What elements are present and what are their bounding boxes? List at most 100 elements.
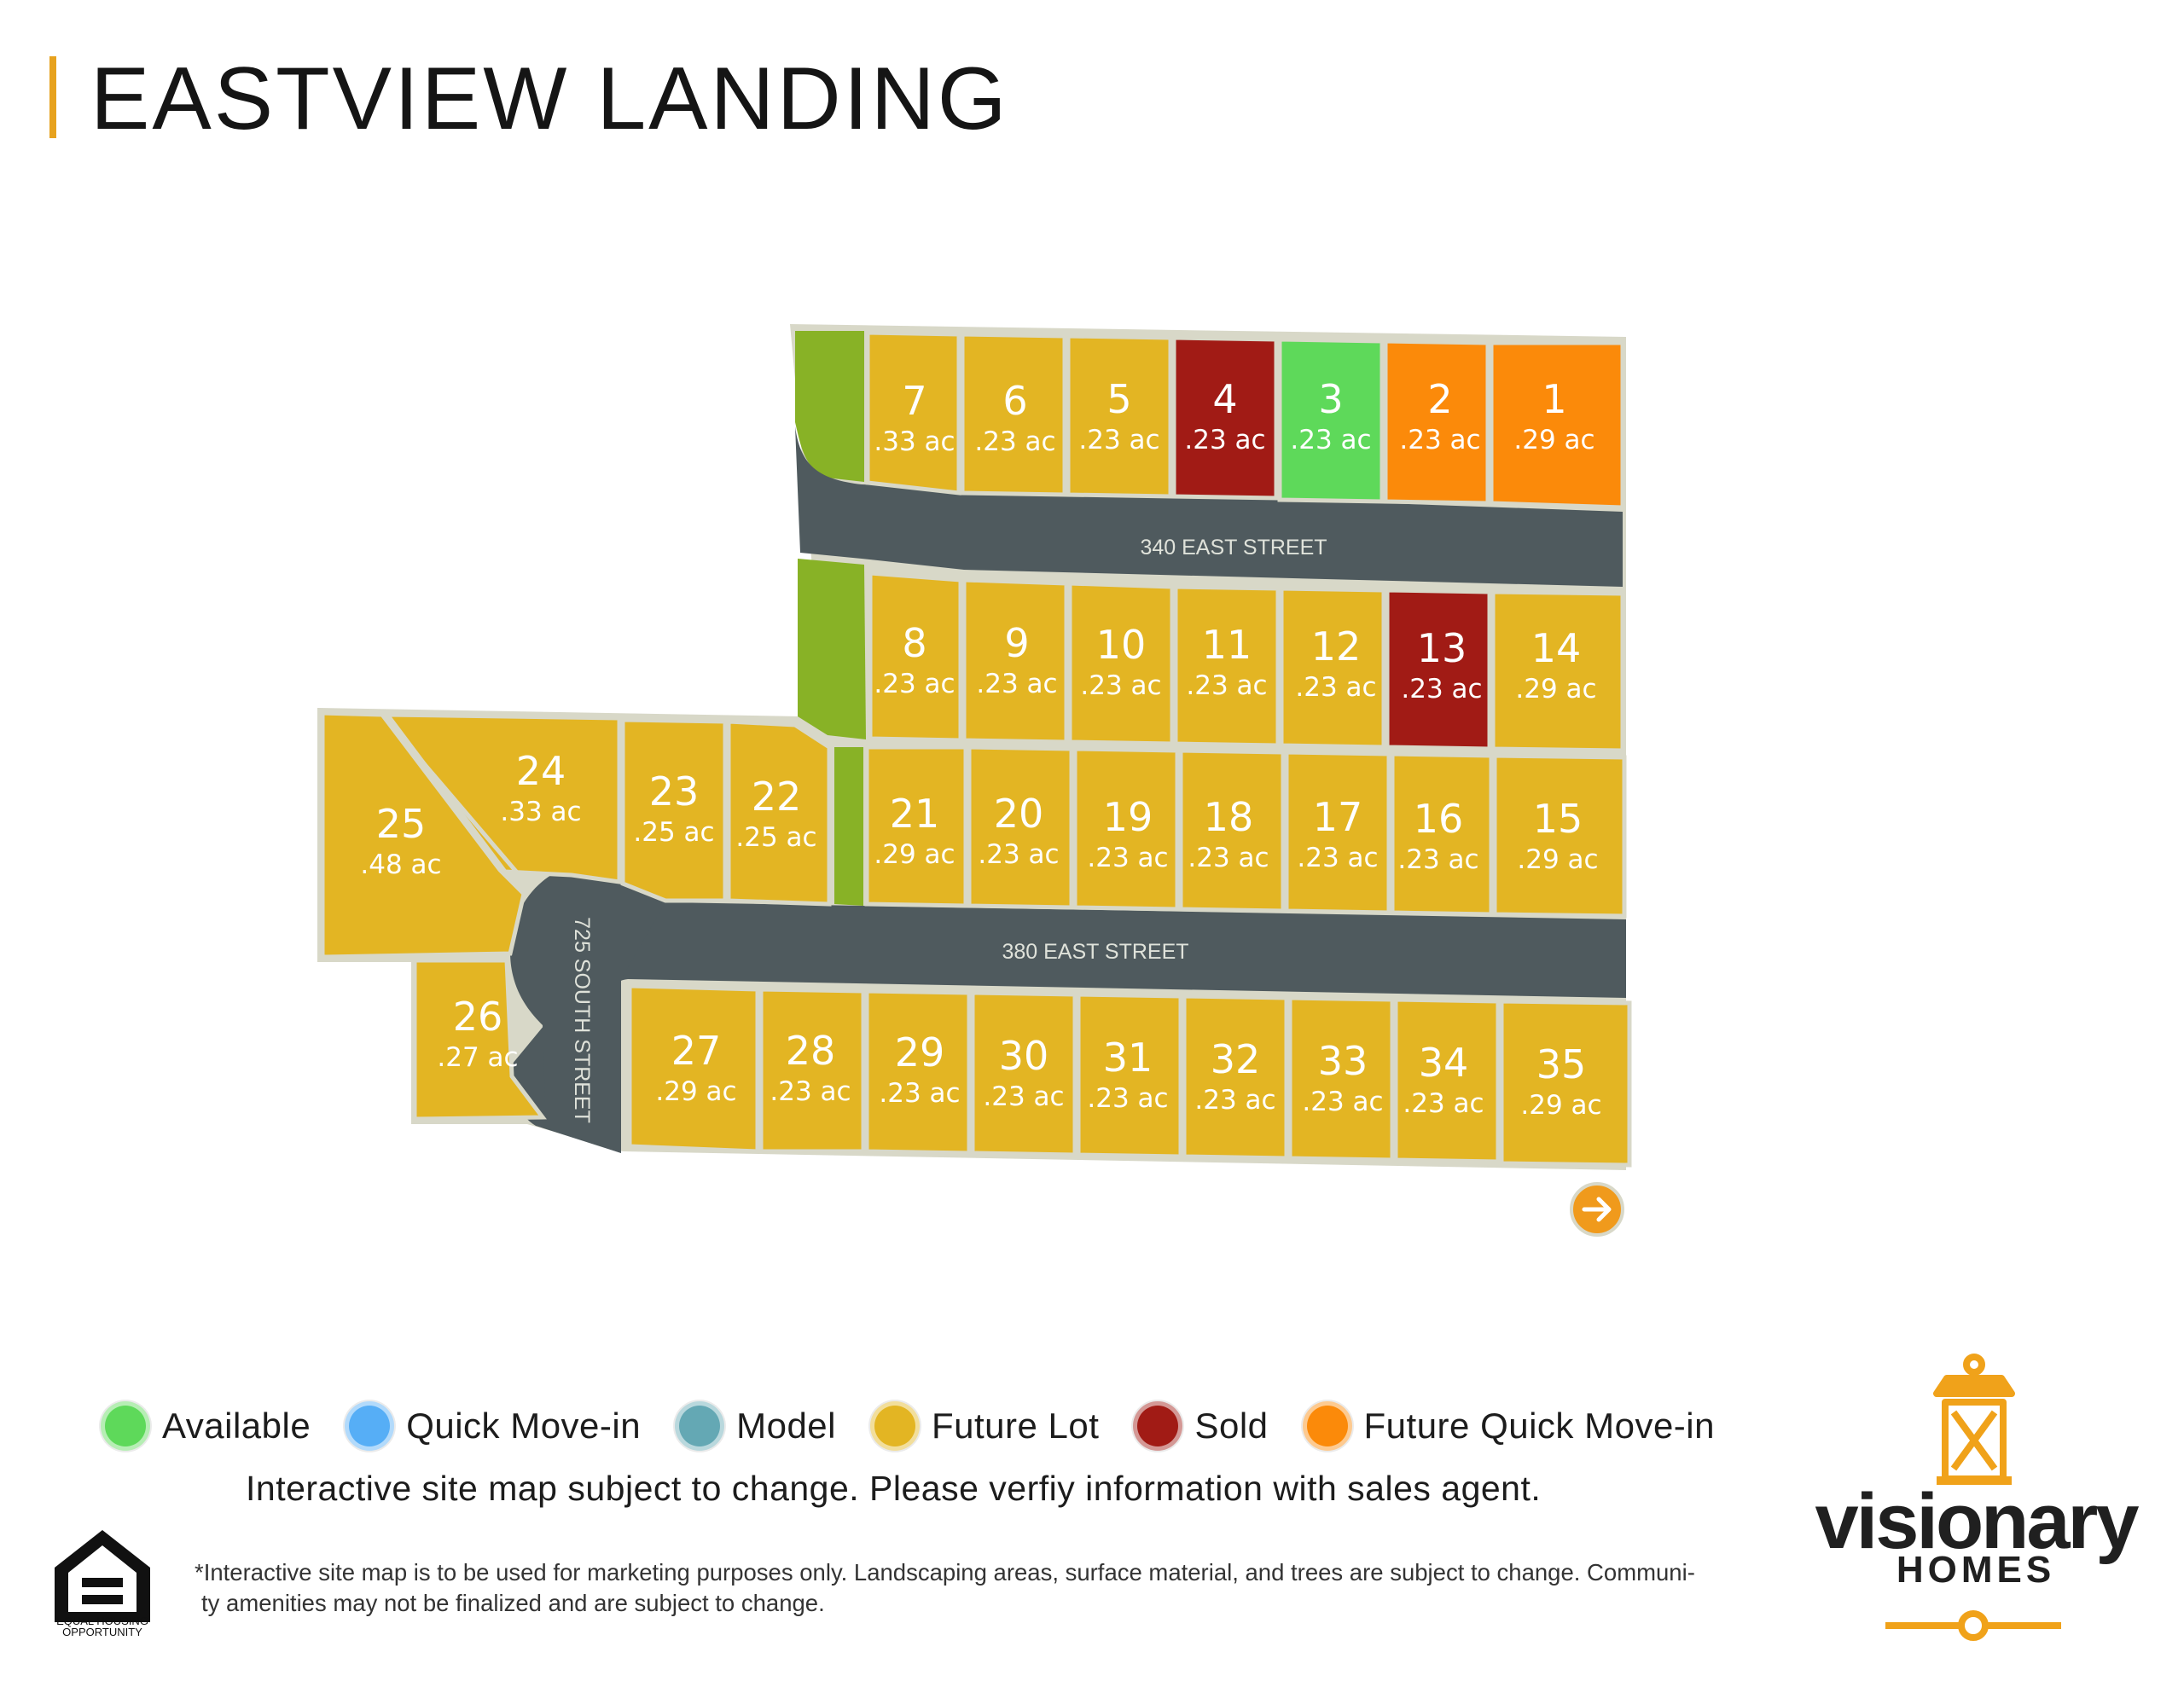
lot-shape[interactable] (1277, 337, 1385, 504)
road-340-east-street (795, 426, 1623, 587)
lot-shape[interactable] (1067, 581, 1175, 746)
lot-shape[interactable] (1173, 584, 1281, 748)
lot-shape[interactable] (1066, 333, 1173, 499)
lot-shape[interactable] (1287, 995, 1395, 1162)
lot-shape[interactable] (1489, 340, 1625, 510)
lot-1[interactable]: 1.29 ac (1489, 340, 1625, 510)
lot-22[interactable]: 22.25 ac (726, 719, 832, 907)
lot-shape[interactable] (1178, 748, 1286, 913)
equal-housing-line-2: OPPORTUNITY (62, 1626, 142, 1638)
lot-15[interactable]: 15.29 ac (1492, 753, 1627, 919)
lot-9[interactable]: 9.23 ac (961, 577, 1069, 745)
lot-25[interactable]: 25.48 ac (320, 710, 526, 959)
lot-shape[interactable] (726, 719, 832, 907)
lot-shape[interactable] (1499, 999, 1632, 1168)
lot-shape[interactable] (1490, 589, 1625, 753)
lot-17[interactable]: 17.23 ac (1284, 750, 1391, 915)
lot-shape[interactable] (627, 983, 760, 1154)
lot-11[interactable]: 11.23 ac (1173, 584, 1281, 748)
lot-13[interactable]: 13.23 ac (1385, 588, 1492, 751)
lot-32[interactable]: 32.23 ac (1182, 994, 1289, 1161)
lot-shape[interactable] (967, 745, 1074, 910)
lot-number: 4 (1212, 376, 1237, 422)
lot-35[interactable]: 35.29 ac (1499, 999, 1632, 1168)
lot-shape[interactable] (864, 988, 972, 1156)
lot-acreage: .23 ac (1397, 844, 1478, 875)
lot-acreage: .29 ac (1513, 425, 1594, 455)
lot-shape[interactable] (1385, 588, 1492, 751)
lot-shape[interactable] (1393, 997, 1501, 1164)
lot-acreage: .29 ac (655, 1076, 736, 1107)
lot-number: 12 (1311, 623, 1362, 670)
lot-shape[interactable] (1072, 746, 1180, 912)
lot-shape[interactable] (620, 717, 728, 903)
lot-29[interactable]: 29.23 ac (864, 988, 972, 1156)
lot-shape[interactable] (865, 330, 961, 496)
lot-shape[interactable] (1492, 753, 1627, 919)
lot-6[interactable]: 6.23 ac (960, 332, 1067, 497)
lot-number: 5 (1107, 376, 1131, 422)
lot-8[interactable]: 8.23 ac (868, 571, 963, 743)
lot-acreage: .48 ac (360, 849, 441, 880)
lot-shape[interactable] (864, 745, 968, 908)
legend-label: Future Lot (932, 1406, 1100, 1446)
lot-14[interactable]: 14.29 ac (1490, 589, 1625, 753)
lot-24[interactable]: 24.33 ac (382, 712, 622, 884)
lot-number: 26 (453, 994, 503, 1040)
legend-label: Model (736, 1406, 836, 1446)
lot-shape[interactable] (961, 577, 1069, 745)
lot-21[interactable]: 21.29 ac (864, 745, 968, 908)
next-arrow-button[interactable] (1570, 1182, 1624, 1237)
green-space-south (834, 747, 863, 906)
lot-acreage: .23 ac (874, 669, 955, 699)
lot-16[interactable]: 16.23 ac (1390, 751, 1494, 917)
lot-shape[interactable] (868, 571, 963, 743)
lot-acreage: .29 ac (874, 839, 955, 870)
lot-4[interactable]: 4.23 ac (1171, 335, 1279, 501)
lot-acreage: .23 ac (1078, 425, 1159, 455)
lot-28[interactable]: 28.23 ac (758, 987, 866, 1154)
lot-31[interactable]: 31.23 ac (1076, 992, 1183, 1159)
legend-dot-available (101, 1401, 150, 1451)
lot-23[interactable]: 23.25 ac (620, 717, 728, 903)
lot-acreage: .33 ac (500, 797, 581, 827)
lot-shape[interactable] (1076, 992, 1183, 1159)
lot-number: 11 (1202, 622, 1252, 668)
lot-18[interactable]: 18.23 ac (1178, 748, 1286, 913)
lot-shape[interactable] (1279, 586, 1386, 750)
lot-19[interactable]: 19.23 ac (1072, 746, 1180, 912)
lot-shape[interactable] (1182, 994, 1289, 1161)
lot-3[interactable]: 3.23 ac (1277, 337, 1385, 504)
lot-shape[interactable] (758, 987, 866, 1154)
legend: Available Quick Move-in Model Future Lot… (101, 1392, 1749, 1460)
lot-shape[interactable] (1383, 339, 1490, 506)
lot-shape[interactable] (1284, 750, 1391, 915)
lot-shape[interactable] (1390, 751, 1494, 917)
lot-7[interactable]: 7.33 ac (865, 330, 961, 496)
lot-12[interactable]: 12.23 ac (1279, 586, 1386, 750)
lot-2[interactable]: 2.23 ac (1383, 339, 1490, 506)
lot-acreage: .29 ac (1515, 674, 1596, 704)
legend-label: Sold (1194, 1406, 1269, 1446)
lot-number: 35 (1536, 1041, 1587, 1087)
lot-acreage: .33 ac (874, 426, 955, 457)
lot-10[interactable]: 10.23 ac (1067, 581, 1175, 746)
lot-30[interactable]: 30.23 ac (970, 990, 1077, 1157)
lot-number: 27 (671, 1028, 722, 1074)
lot-33[interactable]: 33.23 ac (1287, 995, 1395, 1162)
lot-number: 18 (1204, 794, 1254, 840)
lot-shape[interactable] (970, 990, 1077, 1157)
lot-number: 19 (1103, 794, 1153, 840)
lot-shape[interactable] (1171, 335, 1279, 501)
lot-number: 30 (999, 1033, 1049, 1079)
lot-34[interactable]: 34.23 ac (1393, 997, 1501, 1164)
legend-item-model: Model (675, 1401, 836, 1451)
lot-26[interactable]: 26.27 ac (412, 958, 547, 1122)
lot-shape[interactable] (960, 332, 1067, 497)
lot-divider (380, 713, 524, 880)
lot-27[interactable]: 27.29 ac (627, 983, 760, 1154)
lot-5[interactable]: 5.23 ac (1066, 333, 1173, 499)
lot-shape[interactable] (412, 958, 547, 1122)
lot-20[interactable]: 20.23 ac (967, 745, 1074, 910)
lot-shape[interactable] (382, 712, 622, 884)
